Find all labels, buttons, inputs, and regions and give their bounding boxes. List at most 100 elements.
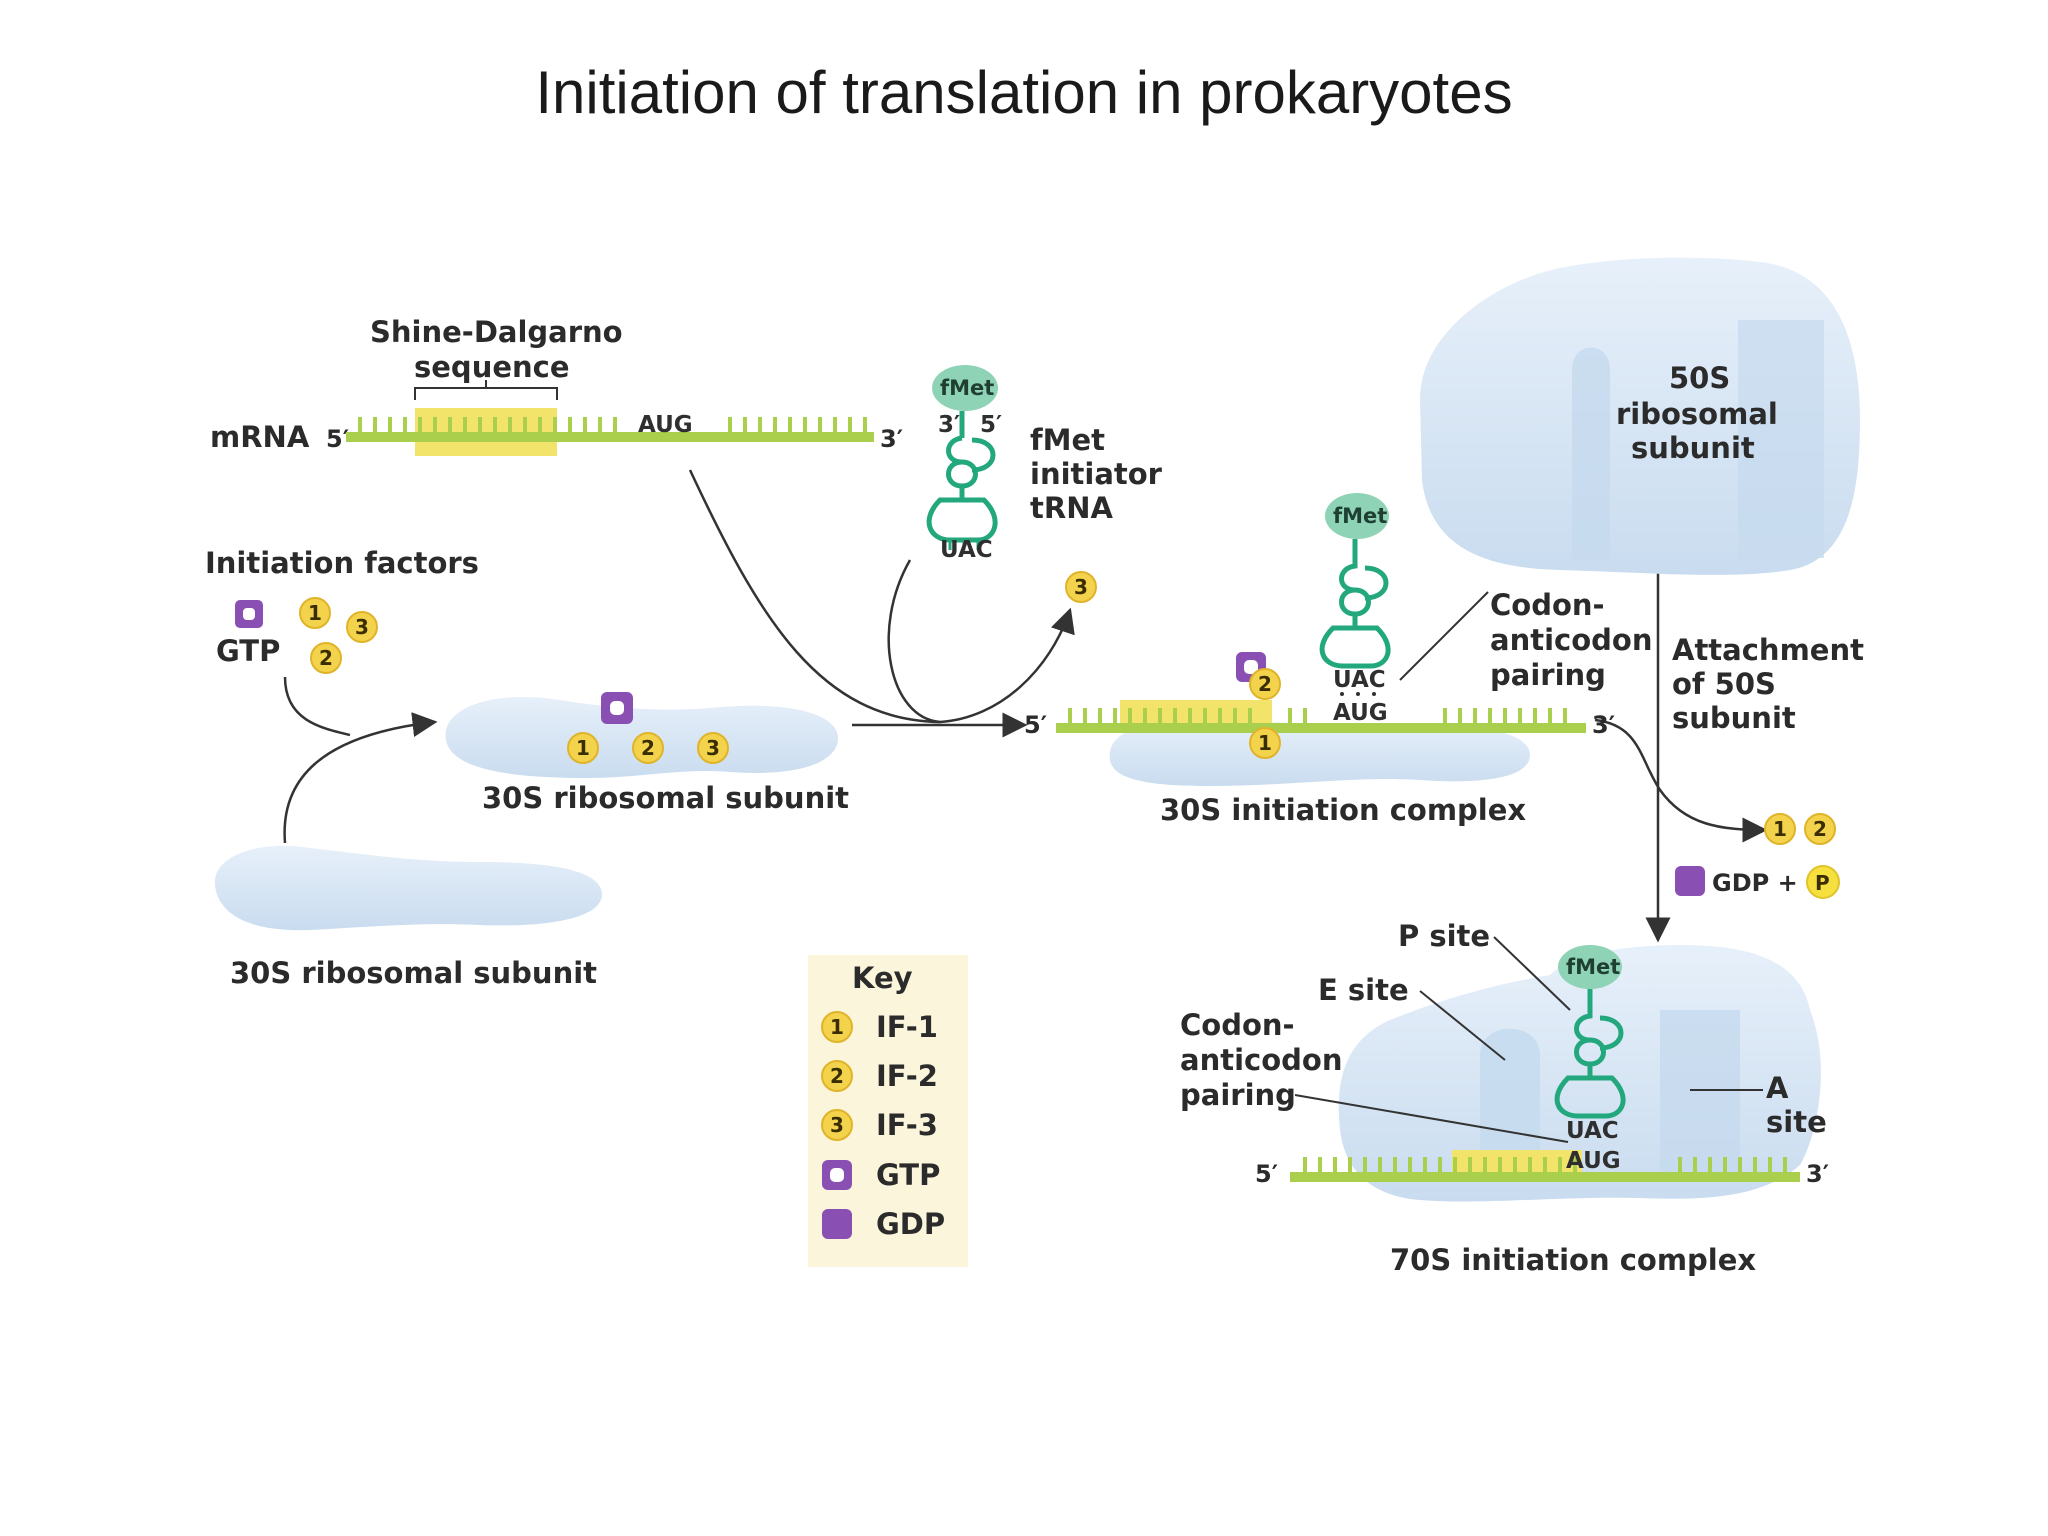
if3-circle-icon — [821, 1109, 853, 1141]
mrna-backbone — [346, 432, 874, 442]
svg-text:1: 1 — [1258, 731, 1272, 755]
mrna-backbone — [1290, 1172, 1800, 1182]
fmet-blob — [1558, 945, 1622, 989]
mrna-label: mRNA — [210, 420, 310, 454]
codon-anticodon-label-2: anticodon — [1180, 1043, 1342, 1077]
codon-anticodon-label-3: pairing — [1490, 658, 1606, 692]
subunit-50s-label-1: 50S — [1669, 361, 1730, 395]
initiation-complex-70s: 5′ 3′ fMet UAC AUG P site E site Codon- … — [1180, 919, 1829, 1277]
if2-circle-icon — [1804, 813, 1836, 845]
trna-label-1: fMet — [1030, 423, 1105, 457]
gdp-square-icon — [822, 1209, 852, 1239]
mrna-backbone — [1056, 723, 1586, 733]
anticodon-uac-label: UAC — [1566, 1118, 1619, 1144]
fmet-label: fMet — [1566, 955, 1620, 979]
free-30s-subunit: 30S ribosomal subunit — [214, 845, 603, 990]
fmet-blob — [932, 365, 998, 411]
three-prime-label: 3′ — [880, 425, 903, 453]
key-item-label: GTP — [876, 1158, 940, 1192]
key-item-label: GDP — [876, 1207, 945, 1241]
initiation-complex-30s: 5′ 3′ 2 1 fMet UAC AUG Codon- anticodon … — [1024, 493, 1652, 827]
codon-anticodon-label-3: pairing — [1180, 1078, 1296, 1112]
svg-text:3: 3 — [1074, 575, 1088, 599]
if2-circle-icon — [310, 642, 342, 674]
svg-text:1: 1 — [1773, 817, 1787, 841]
svg-text:2: 2 — [319, 646, 333, 670]
svg-text:Attachment: Attachment — [1672, 633, 1864, 667]
codon-anticodon-leader — [1399, 591, 1489, 681]
mrna-strand-top: mRNA 5′ AUG 3′ — [210, 408, 903, 456]
subunit-50s: 50S ribosomal subunit — [1420, 257, 1860, 575]
released-if3: 3 — [1065, 571, 1097, 603]
if1-circle-icon — [1249, 727, 1281, 759]
page-title: Initiation of translation in prokaryotes — [535, 59, 1513, 126]
free-30s-label: 30S ribosomal subunit — [230, 956, 597, 990]
svg-text:2: 2 — [830, 1064, 844, 1088]
if2-circle-icon — [821, 1060, 853, 1092]
p-site-label: P site — [1398, 919, 1490, 953]
three-prime-label: 3′ — [1806, 1160, 1829, 1188]
if3-circle-icon — [346, 611, 378, 643]
svg-text:subunit: subunit — [1672, 701, 1796, 735]
aug-codon-label: AUG — [1566, 1148, 1621, 1174]
shine-dalgarno-annotation: Shine-Dalgarno sequence — [370, 315, 623, 400]
if1-circle-icon — [567, 732, 599, 764]
shine-dalgarno-label: Shine-Dalgarno — [370, 315, 623, 349]
fmet-blob — [1325, 493, 1389, 539]
bound-30s-subunit: 1 2 3 30S ribosomal subunit — [445, 692, 849, 815]
svg-text:3: 3 — [830, 1113, 844, 1137]
svg-text:2: 2 — [641, 736, 655, 760]
five-prime-label: 5′ — [1255, 1160, 1278, 1188]
subunit-50s-label-2: ribosomal — [1616, 397, 1778, 431]
svg-text:1: 1 — [308, 601, 322, 625]
codon-anticodon-label-1: Codon- — [1180, 1008, 1295, 1042]
fmet-initiator-trna: fMet 3′ 5′ UAC fMet initiator tRNA — [926, 365, 1163, 563]
codon-anticodon-label-2: anticodon — [1490, 623, 1652, 657]
svg-text:of 50S: of 50S — [1672, 667, 1776, 701]
a-site-label-2: site — [1766, 1105, 1827, 1139]
e-site-label: E site — [1318, 973, 1409, 1007]
key-legend: Key 1 IF-1 2 IF-2 3 IF-3 GTP GDP — [808, 955, 968, 1267]
initiation-complex-30s-label: 30S initiation complex — [1160, 793, 1526, 827]
key-item-label: IF-2 — [876, 1059, 938, 1093]
bound-30s-label: 30S ribosomal subunit — [482, 781, 849, 815]
if2-circle-icon — [1249, 668, 1281, 700]
aug-codon-label: AUG — [1333, 700, 1388, 726]
five-prime-label: 5′ — [1024, 711, 1047, 739]
if1-circle-icon — [821, 1011, 853, 1043]
subunit-50s-label-3: subunit — [1631, 431, 1755, 465]
svg-text:3: 3 — [355, 615, 369, 639]
codon-anticodon-label-1: Codon- — [1490, 588, 1605, 622]
trna-cloverleaf — [1319, 539, 1391, 669]
fmet-label: fMet — [940, 376, 994, 400]
mrna-bases — [358, 417, 867, 432]
process-arrows — [283, 469, 1768, 943]
trna-label-2: initiator — [1030, 457, 1163, 491]
released-factors: 1 2 GDP + P — [1675, 813, 1840, 899]
ribosome-30s-shape — [214, 845, 603, 931]
aug-codon-label: AUG — [638, 412, 693, 438]
trna-cloverleaf — [926, 411, 998, 543]
e-site-pocket — [1480, 1028, 1540, 1175]
gdp-square-icon — [1675, 866, 1705, 896]
phosphate-circle-icon — [1806, 865, 1840, 899]
trna-label-3: tRNA — [1030, 491, 1113, 525]
gtp-label: GTP — [216, 634, 280, 668]
svg-text:2: 2 — [1258, 672, 1272, 696]
if2-circle-icon — [632, 732, 664, 764]
key-title: Key — [852, 961, 913, 995]
svg-text:3: 3 — [706, 736, 720, 760]
svg-text:2: 2 — [1813, 817, 1827, 841]
key-item-label: IF-1 — [876, 1010, 938, 1044]
initiation-complex-70s-label: 70S initiation complex — [1390, 1243, 1756, 1277]
if3-circle-icon — [697, 732, 729, 764]
anticodon-uac-label: UAC — [940, 537, 993, 563]
a-site-label-1: A — [1766, 1071, 1789, 1105]
if1-circle-icon — [1764, 813, 1796, 845]
ribosome-30s-shape — [1109, 719, 1530, 786]
five-prime-label: 5′ — [326, 425, 349, 453]
attachment-label: Attachment of 50S subunit — [1672, 633, 1864, 735]
svg-text:1: 1 — [576, 736, 590, 760]
initiation-factors-group: Initiation factors GTP 1 3 2 — [205, 546, 479, 674]
